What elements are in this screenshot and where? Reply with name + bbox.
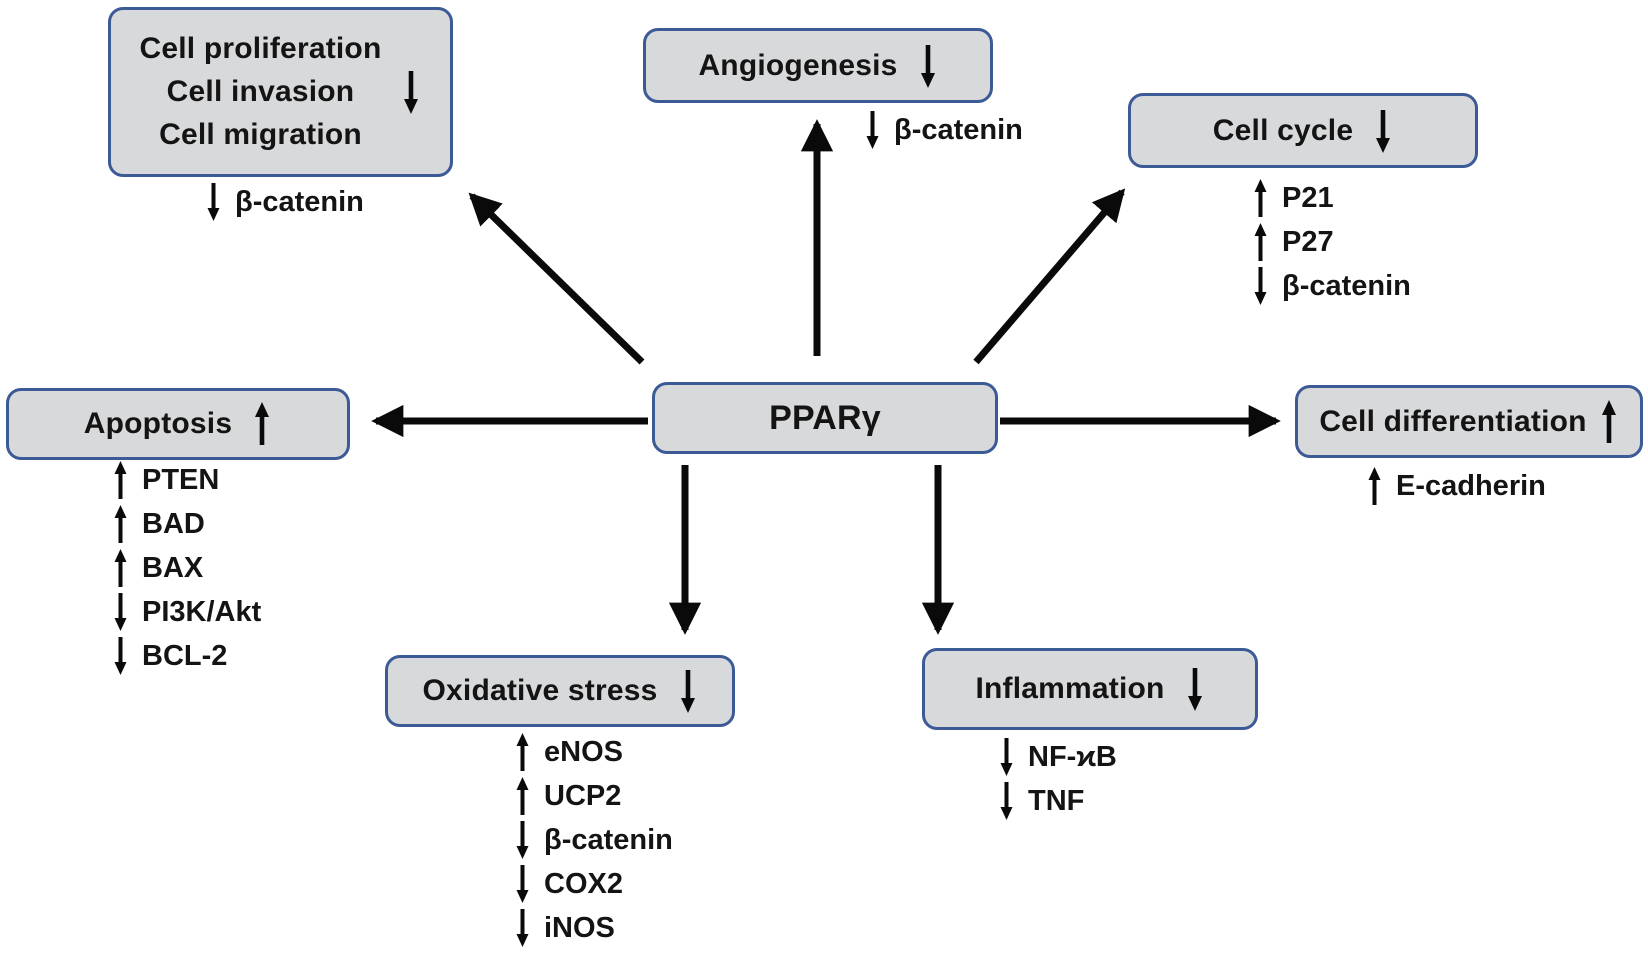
box-title-line: Cell migration (159, 118, 362, 151)
factor-row: β-catenin (864, 108, 1023, 152)
factor-label: β-catenin (235, 185, 364, 218)
factor-row: iNOS (514, 906, 673, 950)
down-arrow-icon (1000, 782, 1013, 820)
factor-row: PTEN (112, 458, 261, 502)
factor-row: eNOS (514, 730, 673, 774)
down-arrow-icon (680, 670, 695, 713)
factor-row: UCP2 (514, 774, 673, 818)
up-arrow-icon (516, 777, 529, 815)
box-title-line: Cell invasion (166, 75, 355, 108)
factor-label: P21 (1282, 181, 1334, 214)
box-title: Cell cycle (1212, 113, 1354, 147)
box-inflammation: Inflammation (922, 648, 1258, 730)
up-arrow-icon (516, 733, 529, 771)
up-arrow-icon (114, 461, 127, 499)
down-arrow-icon (404, 71, 419, 114)
up-arrow-icon (114, 505, 127, 543)
down-arrow-icon (1187, 668, 1202, 711)
factor-row: TNF (998, 779, 1117, 823)
down-arrow-icon (516, 821, 529, 859)
factor-label: E-cadherin (1396, 469, 1546, 502)
down-arrow-icon (1000, 738, 1013, 776)
box-angiogenesis: Angiogenesis (643, 28, 993, 103)
factor-label: β-catenin (1282, 269, 1411, 302)
factor-row: BAX (112, 546, 261, 590)
factor-row: BCL-2 (112, 634, 261, 678)
factor-row: PI3K/Akt (112, 590, 261, 634)
factor-label: β-catenin (544, 823, 673, 856)
box-title: Angiogenesis (698, 48, 898, 82)
factor-row: E-cadherin (1366, 464, 1546, 508)
factor-label: P27 (1282, 225, 1334, 258)
box-title-line: Cell proliferation (139, 32, 382, 65)
down-arrow-icon (114, 637, 127, 675)
factor-label: BCL-2 (142, 639, 228, 672)
inflammation-factor-list: NF-ϰB TNF (998, 735, 1117, 823)
up-arrow-icon (1601, 399, 1616, 443)
factor-row: P27 (1252, 220, 1411, 264)
down-arrow-icon (516, 865, 529, 903)
down-arrow-icon (516, 909, 529, 947)
box-oxidative-stress: Oxidative stress (385, 655, 735, 727)
factor-row: P21 (1252, 176, 1411, 220)
oxidative-stress-factor-list: eNOS UCP2 β-catenin COX2 iNOS (514, 730, 673, 950)
up-arrow-icon (1254, 179, 1267, 217)
factor-label: β-catenin (894, 113, 1023, 146)
box-cell-differentiation: Cell differentiation (1295, 385, 1643, 458)
proliferation-factor-list: β-catenin (205, 180, 364, 224)
arrow-ppar-to-proliferation (468, 192, 645, 365)
down-arrow-icon (1376, 109, 1391, 153)
box-title: Cell differentiation (1319, 404, 1587, 438)
down-arrow-icon (207, 183, 220, 221)
factor-label: BAD (142, 507, 205, 540)
box-cell-cycle: Cell cycle (1128, 93, 1478, 168)
factor-label: iNOS (544, 911, 615, 944)
up-arrow-icon (1368, 467, 1381, 505)
cell-differentiation-factor-list: E-cadherin (1366, 464, 1546, 508)
box-title: Inflammation (975, 672, 1165, 705)
factor-label: eNOS (544, 735, 623, 768)
box-title: Oxidative stress (422, 674, 658, 707)
down-arrow-icon (920, 44, 935, 88)
down-arrow-icon (1254, 267, 1267, 305)
down-arrow-icon (866, 111, 879, 149)
factor-label: COX2 (544, 867, 623, 900)
factor-label: NF-ϰB (1028, 740, 1117, 773)
box-pparg: PPARγ (652, 382, 998, 454)
up-arrow-icon (1254, 223, 1267, 261)
factor-row: β-catenin (1252, 264, 1411, 308)
arrow-ppar-to-cell-cycle (973, 188, 1126, 365)
factor-row: BAD (112, 502, 261, 546)
factor-row: β-catenin (205, 180, 364, 224)
pparg-title: PPARγ (769, 398, 881, 437)
factor-label: UCP2 (544, 779, 622, 812)
factor-row: β-catenin (514, 818, 673, 862)
box-title: Apoptosis (83, 407, 233, 440)
up-arrow-icon (255, 402, 270, 445)
factor-row: COX2 (514, 862, 673, 906)
up-arrow-icon (114, 549, 127, 587)
box-title-lines: Cell proliferation Cell invasion Cell mi… (140, 32, 382, 152)
cell-cycle-factor-list: P21 P27 β-catenin (1252, 176, 1411, 308)
box-apoptosis: Apoptosis (6, 388, 350, 460)
apoptosis-factor-list: PTEN BAD BAX PI3K/Akt BCL-2 (112, 458, 261, 678)
box-cell-proliferation: Cell proliferation Cell invasion Cell mi… (108, 7, 453, 177)
factor-label: PI3K/Akt (142, 595, 262, 628)
factor-label: BAX (142, 551, 204, 584)
factor-row: NF-ϰB (998, 735, 1117, 779)
down-arrow-icon (114, 593, 127, 631)
angiogenesis-factor-list: β-catenin (864, 108, 1023, 152)
factor-label: TNF (1028, 784, 1085, 817)
factor-label: PTEN (142, 463, 220, 496)
